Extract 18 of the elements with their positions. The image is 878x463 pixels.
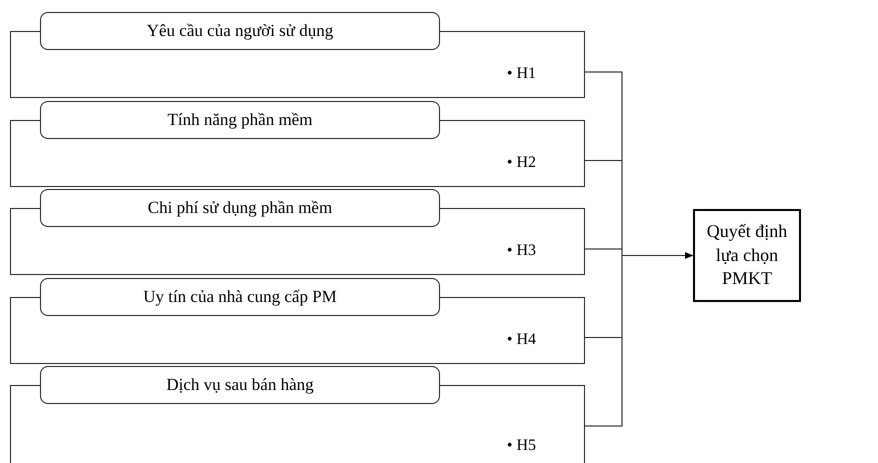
connector-arrow: [584, 252, 694, 426]
header-box: [40, 366, 440, 404]
hypothesis-label: • H2: [506, 154, 536, 172]
factor-label: Chi phí sử dụng phần mềm: [148, 198, 332, 218]
header-box: [40, 278, 440, 316]
header-box: [40, 12, 440, 50]
hypothesis-label: • H1: [506, 65, 536, 83]
header-box: [40, 100, 440, 138]
factor-label: Uy tín của nhà cung cấp PM: [143, 286, 337, 306]
hypothesis-label: • H4: [506, 330, 536, 348]
factor-label: Tính năng phần mềm: [168, 110, 312, 130]
hypothesis-label: • H3: [506, 242, 536, 260]
hypothesis-label: • H5: [506, 437, 536, 455]
factor-label: Dịch vụ sau bán hàng: [166, 375, 314, 395]
outcome-label: Quyết định lựa chọn PMKT: [706, 220, 788, 290]
outcome-box: [693, 209, 801, 302]
header-box: [40, 189, 440, 227]
factor-label: Yêu cầu của người sử dụng: [146, 21, 334, 41]
